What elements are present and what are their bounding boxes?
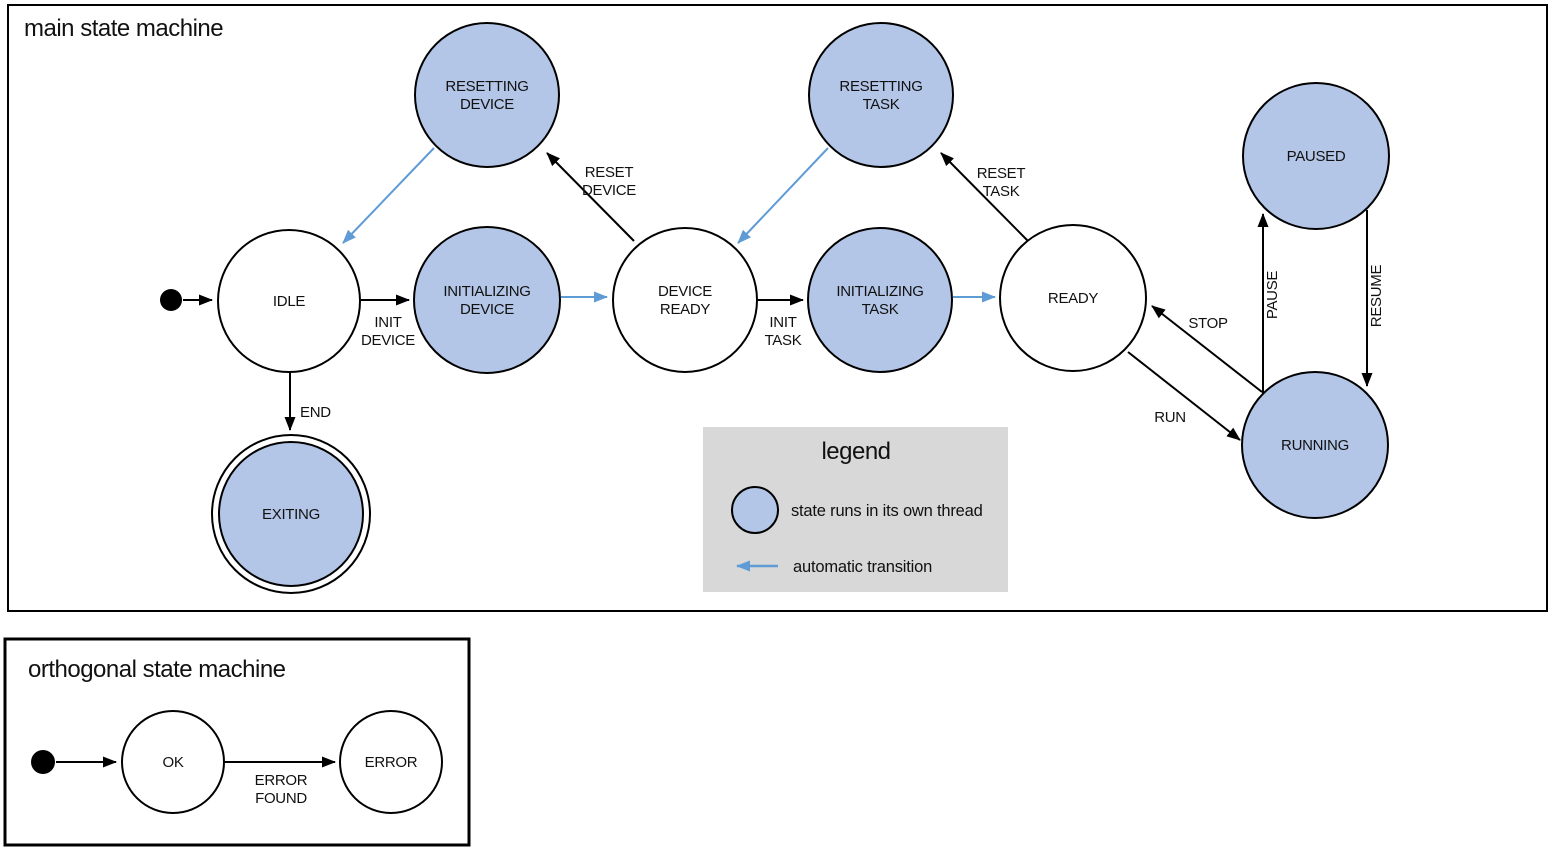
state-label: ERROR	[365, 754, 418, 771]
state-circle	[999, 224, 1147, 372]
state-circle	[339, 710, 443, 814]
state-circle	[413, 226, 561, 374]
main-initial-state-dot	[160, 289, 182, 311]
legend-title: legend	[821, 438, 890, 465]
main-title: main state machine	[24, 15, 223, 42]
threaded-state-icon	[731, 486, 779, 534]
transition-label: STOP	[1188, 315, 1228, 332]
transition-paused-to-running-resume: RESUME	[1361, 210, 1385, 387]
transition-resetting-task-to-device-ready	[737, 147, 829, 244]
transition-label: RUN	[1154, 409, 1186, 426]
transition-label: END	[300, 404, 331, 421]
state-label: OK	[162, 754, 183, 771]
transition-label: PAUSE	[1264, 271, 1281, 320]
state-label: RUNNING	[1281, 437, 1349, 454]
state-circle	[414, 22, 560, 168]
transition-line	[1151, 305, 1263, 393]
state-running: RUNNING	[1241, 371, 1389, 519]
state-paused: PAUSED	[1242, 82, 1390, 230]
state-idle: IDLE	[217, 229, 361, 373]
transition-running-to-paused-pause: PAUSE	[1257, 213, 1281, 393]
state-label: EXITING	[262, 506, 320, 523]
state-circle	[807, 227, 953, 373]
orthogonal-title: orthogonal state machine	[28, 656, 286, 683]
transition-line	[940, 152, 1029, 242]
state-exiting: EXITING	[211, 434, 371, 594]
main-frame	[7, 4, 1548, 612]
legend-item-text-0: state runs in its own thread	[791, 502, 983, 520]
legend-item-text-1: automatic transition	[793, 558, 932, 576]
state-circle	[1242, 82, 1390, 230]
transition-resetting-device-to-idle	[342, 147, 435, 244]
state-label: PAUSED	[1287, 148, 1346, 165]
state-circle	[808, 22, 954, 168]
transition-running-to-ready-stop: STOP	[1151, 305, 1263, 393]
transition-ready-to-running-run: RUN	[1127, 351, 1241, 441]
transition-line	[1127, 351, 1241, 441]
state-circle	[217, 229, 361, 373]
state-circle	[1241, 371, 1389, 519]
transition-label: RESUME	[1368, 265, 1385, 328]
state-circle	[612, 227, 758, 373]
orthogonal-initial-state-dot	[31, 750, 55, 774]
state-circle	[218, 441, 364, 587]
state-label: READY	[1048, 290, 1098, 307]
transition-line	[342, 147, 435, 244]
state-ok: OK	[121, 710, 225, 814]
transition-idle-to-exiting-end: END	[284, 372, 332, 431]
state-label: IDLE	[273, 293, 305, 310]
state-ready: READY	[999, 224, 1147, 372]
orthogonal-frame	[3, 637, 471, 847]
state-circle	[121, 710, 225, 814]
transition-line	[737, 147, 829, 244]
transition-line	[546, 152, 635, 242]
legend: legend state runs in its own thread automa…	[703, 427, 1008, 592]
state-error: ERROR	[339, 710, 443, 814]
